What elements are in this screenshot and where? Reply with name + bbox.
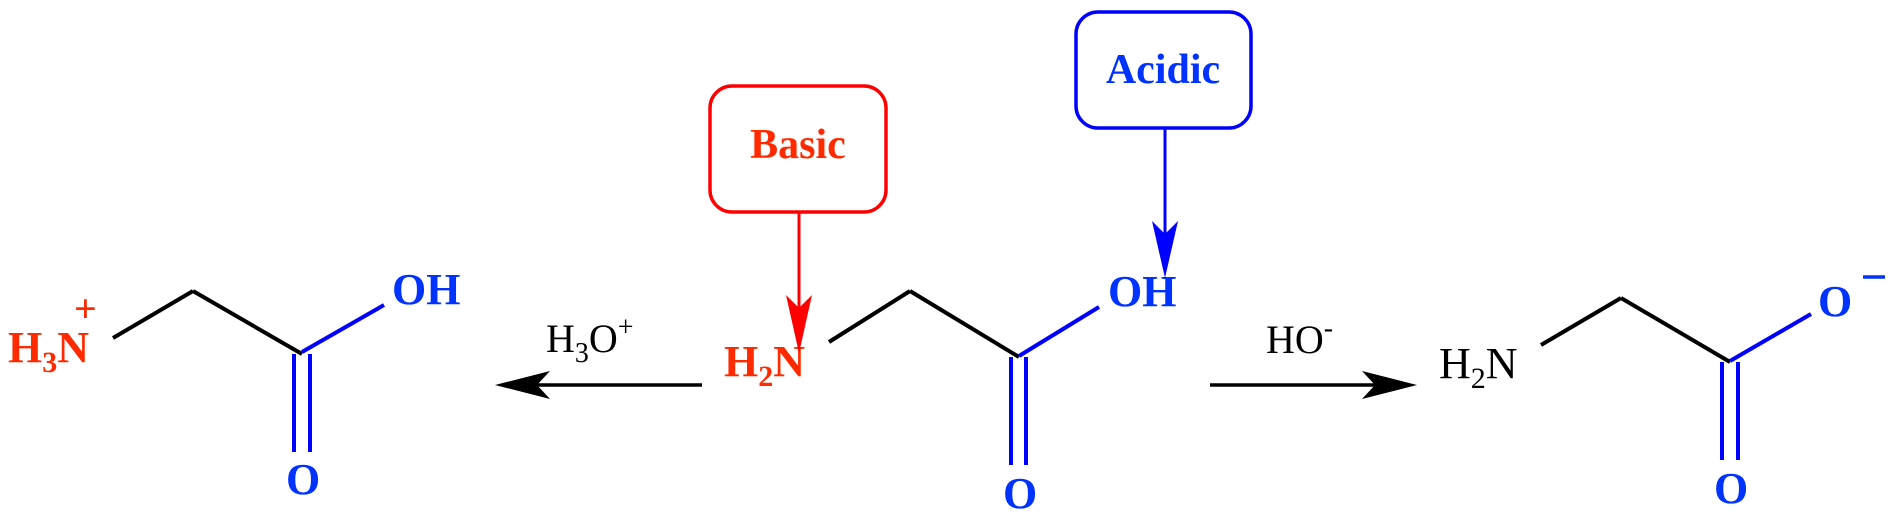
deprotonated-glycine: H2N O O bbox=[1439, 275, 1885, 512]
carbonyl-oxygen-label: O bbox=[286, 455, 320, 504]
bond-c-o-minus bbox=[1728, 312, 1813, 363]
hydroxyl-label: OH bbox=[392, 265, 460, 314]
arrowhead-left-icon bbox=[495, 371, 550, 399]
acidic-label: Acidic bbox=[1106, 47, 1220, 93]
reagent-hydronium: H3O+ bbox=[546, 312, 634, 369]
protonated-glycine: H3N + OH O bbox=[8, 265, 460, 504]
neutral-glycine: H2N OH O bbox=[724, 267, 1176, 512]
ammonium-label: H3N bbox=[8, 323, 89, 379]
bond-ch2-c bbox=[908, 289, 1021, 359]
bond-n-ch2 bbox=[111, 289, 195, 340]
arrow-down-icon bbox=[786, 295, 812, 353]
bond-c-oh bbox=[301, 303, 385, 354]
bond-n-ch2 bbox=[1539, 296, 1623, 347]
amine-label: H2N bbox=[1439, 339, 1518, 395]
carbonyl-oxygen-label: O bbox=[1714, 464, 1748, 512]
base-reaction-arrow: HO- bbox=[1210, 313, 1417, 399]
positive-charge: + bbox=[74, 286, 97, 331]
bond-ch2-c bbox=[191, 289, 304, 356]
basic-callout: Basic bbox=[708, 84, 888, 353]
arrow-down-icon bbox=[1152, 221, 1178, 278]
reagent-hydroxide: HO- bbox=[1266, 313, 1333, 362]
arrowhead-right-icon bbox=[1362, 371, 1417, 399]
oxide-label: O bbox=[1818, 277, 1852, 326]
basic-label: Basic bbox=[750, 122, 846, 168]
bond-c-oh bbox=[1017, 305, 1101, 358]
bond-ch2-c bbox=[1619, 296, 1732, 364]
acidic-callout: Acidic bbox=[1074, 10, 1253, 278]
amine-label: H2N bbox=[724, 337, 805, 393]
hydroxyl-label: OH bbox=[1108, 267, 1176, 316]
acid-reaction-arrow: H3O+ bbox=[495, 312, 702, 399]
bond-n-ch2 bbox=[827, 289, 912, 344]
carbonyl-oxygen-label: O bbox=[1003, 469, 1037, 512]
